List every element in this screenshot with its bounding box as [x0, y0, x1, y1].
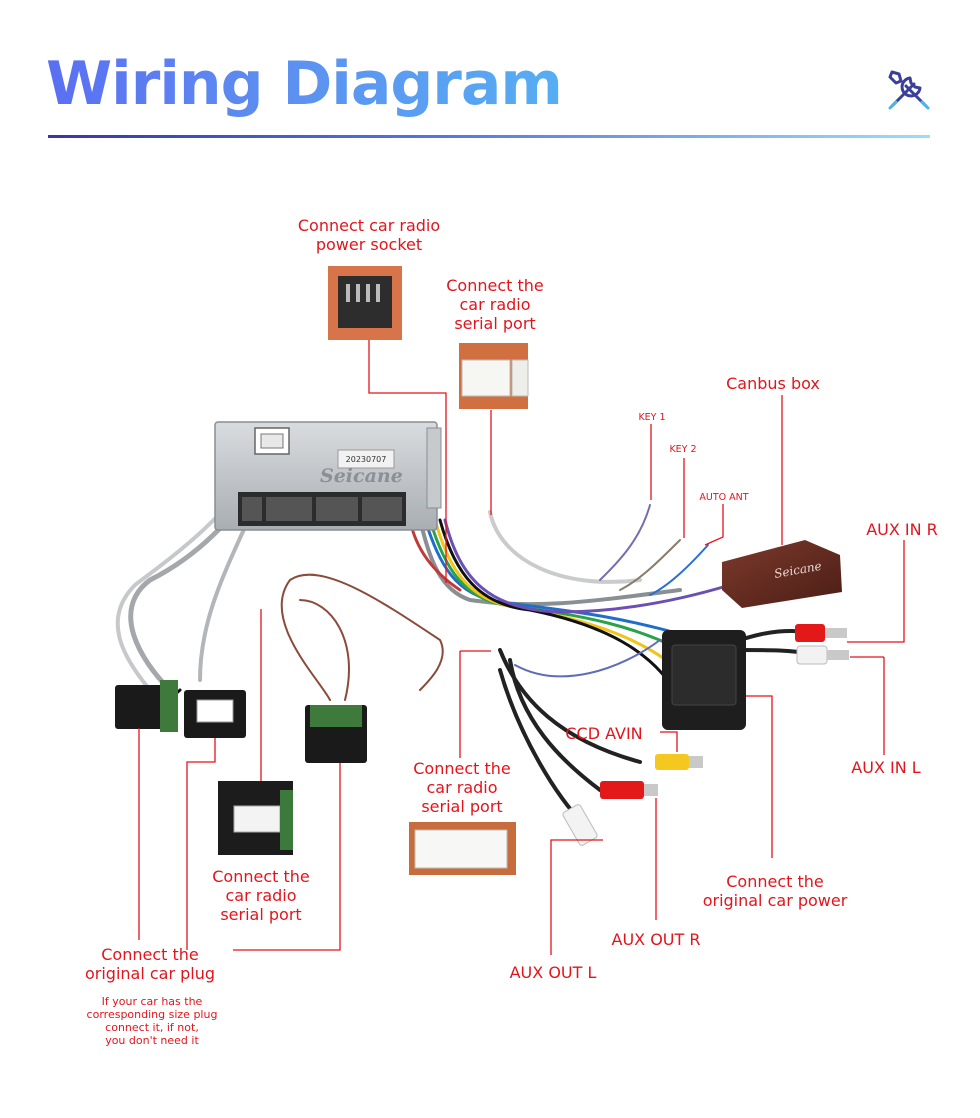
label-serial-port-top: Connect the car radio serial port	[446, 276, 544, 333]
label-canbus-box: Canbus box	[726, 374, 820, 393]
rca-ccd-avin	[655, 754, 703, 770]
label-auto-ant: AUTO ANT	[699, 492, 749, 503]
rca-aux-out-r	[600, 781, 658, 799]
label-original-car-plug-note: If your car has the corresponding size p…	[86, 995, 218, 1047]
tools-icon	[888, 70, 930, 110]
wire-harness	[115, 455, 814, 822]
power-socket-photo	[328, 266, 402, 340]
device-brand: Seicane	[320, 465, 403, 487]
label-aux-in-l: AUX IN L	[851, 758, 921, 777]
label-aux-in-r: AUX IN R	[866, 520, 938, 539]
rca-aux-in-l	[796, 645, 849, 665]
serial-port-top-photo	[459, 343, 529, 409]
leader-lines	[138, 340, 905, 955]
label-power-socket: Connect car radio power socket	[297, 216, 441, 254]
rca-aux-out-l	[562, 804, 598, 846]
label-serial-port-bottom: Connect the car radio serial port	[212, 867, 310, 924]
label-ccd-avin: CCD AVIN	[565, 724, 643, 743]
original-car-plug-middle	[305, 705, 367, 763]
original-car-plug-left	[115, 680, 178, 732]
label-serial-port-middle: Connect the car radio serial port	[413, 759, 511, 816]
serial-port-middle-photo	[218, 781, 293, 855]
rca-aux-in-r	[795, 624, 847, 642]
label-key2: KEY 2	[669, 444, 697, 455]
serial-port-bottom-photo	[409, 822, 516, 875]
canbus-box: Seicane	[722, 540, 842, 608]
label-original-car-power: Connect the original car power	[702, 872, 848, 910]
device-sticker-code: 20230707	[346, 455, 387, 464]
original-car-plug-right	[184, 690, 246, 738]
label-key1: KEY 1	[638, 412, 666, 423]
label-original-car-plug: Connect the original car plug	[84, 945, 216, 983]
label-aux-out-r: AUX OUT R	[611, 930, 701, 949]
title-underline	[48, 135, 930, 138]
car-power-connector	[662, 630, 746, 730]
page-title: Wiring Diagram	[46, 44, 563, 124]
head-unit: 20230707 Seicane	[214, 421, 442, 531]
label-aux-out-l: AUX OUT L	[509, 963, 597, 982]
